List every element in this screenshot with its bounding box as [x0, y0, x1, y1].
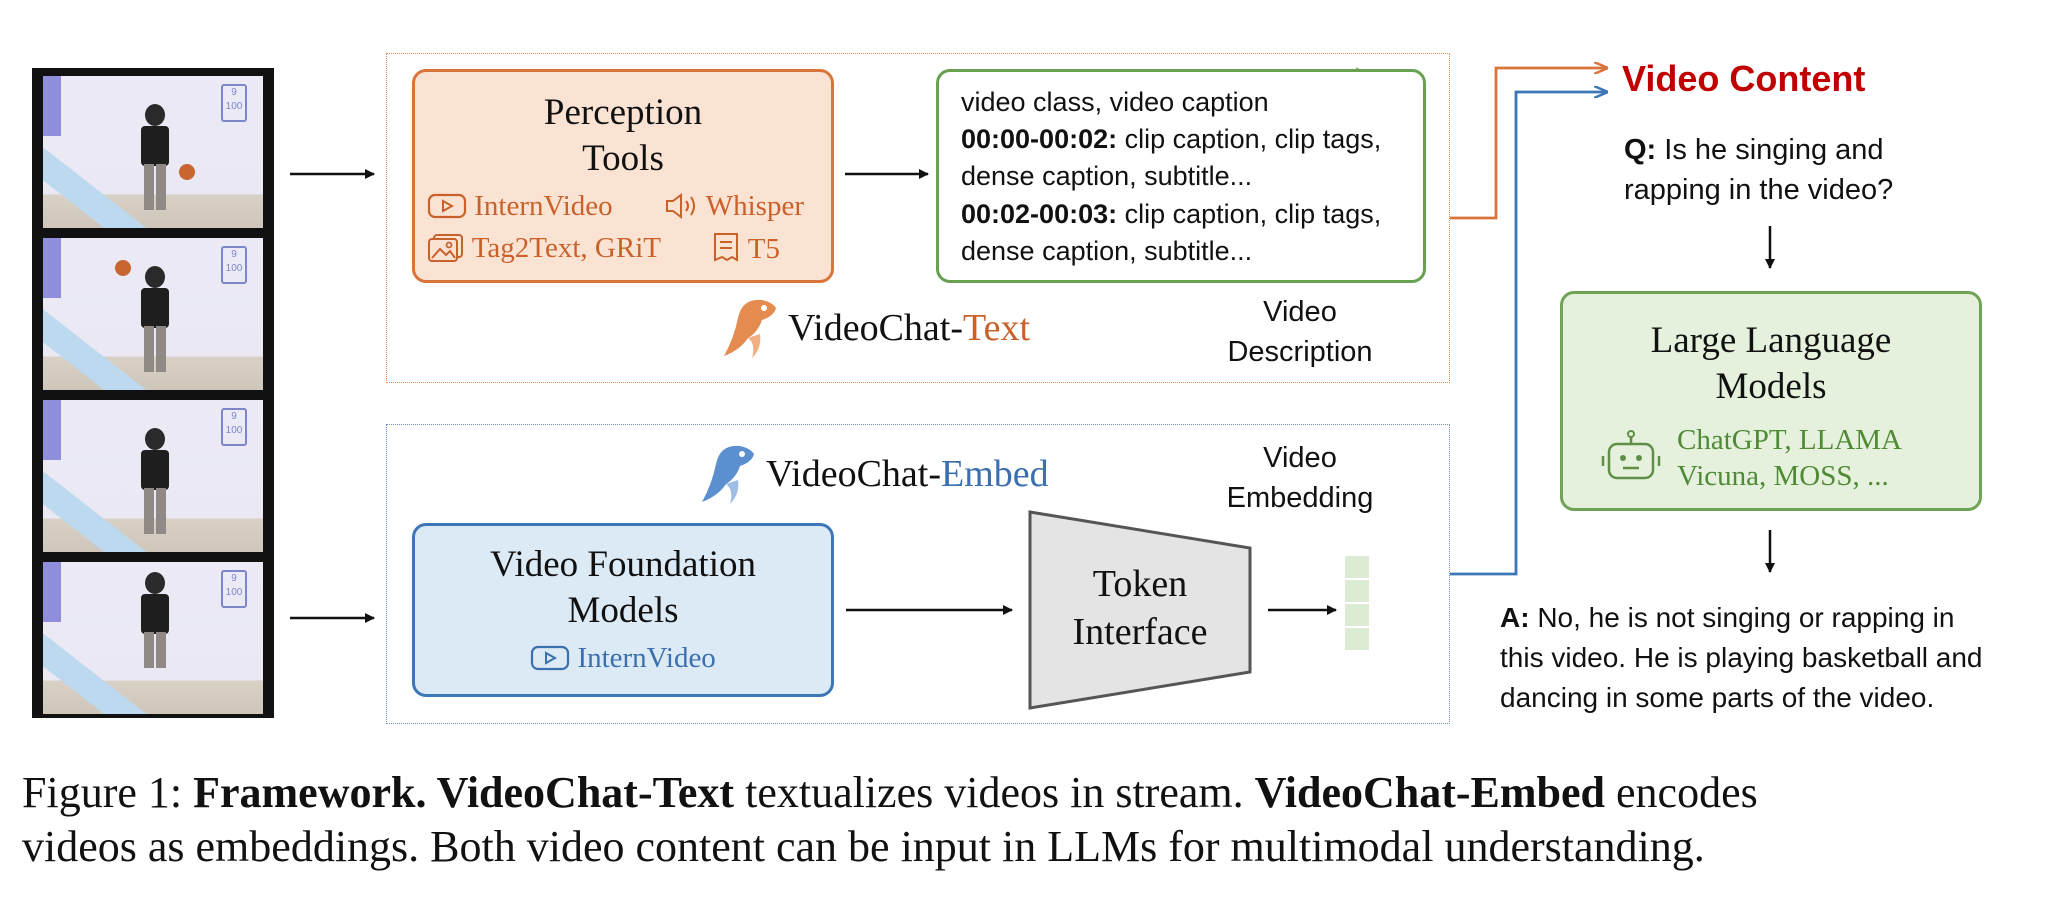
videochat-text-group	[386, 53, 1450, 383]
tag2text-tool: Tag2Text, GRiT	[427, 232, 661, 265]
videochat-text-prefix: VideoChat-	[788, 307, 964, 349]
t5-tool: T5	[711, 232, 780, 266]
video-play-icon	[531, 645, 570, 671]
image-icon	[428, 234, 463, 262]
token-interface-line2: Interface	[1072, 611, 1208, 653]
whisper-tool: Whisper	[663, 190, 804, 223]
perception-tools-box: Perception Tools InternVideo Whisper Tag…	[412, 69, 834, 283]
video-description-line2: Description	[1227, 336, 1373, 368]
vfm-internvideo-tool: InternVideo	[530, 642, 716, 674]
perception-title-line2: Tools	[582, 138, 664, 179]
video-content-label: Video Content	[1622, 58, 1866, 99]
desc-seg2-line2: dense caption, subtitle...	[961, 236, 1253, 266]
parrot-logo-orange-icon	[724, 299, 776, 358]
desc-line1: video class, video caption	[961, 87, 1269, 117]
llm-title-line1: Large Language	[1650, 320, 1892, 361]
videochat-embed-group	[386, 424, 1450, 724]
llm-title-line2: Models	[1715, 366, 1827, 407]
figure-caption-line1: Figure 1: Framework. VideoChat-Text text…	[22, 768, 1758, 817]
figure-caption-line2: videos as embeddings. Both video content…	[22, 822, 1705, 871]
parrot-logo-blue-icon	[702, 445, 754, 504]
vfm-title-line2: Models	[567, 590, 679, 631]
embedding-stack	[1343, 554, 1371, 652]
arrow-text-to-video-content	[1450, 68, 1606, 220]
video-description-line1: Video	[1263, 296, 1337, 328]
question-line2: rapping in the video?	[1624, 174, 1894, 206]
video-description-document: video class, video caption 00:00-00:02: …	[936, 69, 1426, 283]
answer-line1: A: No, he is not singing or rapping in	[1500, 602, 1955, 633]
video-foundation-models-box: Video Foundation Models InternVideo	[412, 523, 834, 697]
desc-seg1-line2: dense caption, subtitle...	[961, 161, 1253, 191]
videochat-embed-prefix: VideoChat-	[766, 453, 942, 495]
desc-seg1: 00:00-00:02: clip caption, clip tags,	[961, 124, 1382, 154]
video-embedding-line2: Embedding	[1226, 482, 1374, 514]
vfm-title-line1: Video Foundation	[489, 544, 756, 585]
videochat-text-suffix: Text	[963, 307, 1030, 349]
question-line1: Q: Is he singing and	[1624, 134, 1884, 166]
speaker-icon	[666, 193, 695, 219]
answer-line2: this video. He is playing basketball and	[1500, 642, 1983, 673]
token-interface-shape	[1028, 510, 1252, 710]
llm-tools-line2: Vicuna, MOSS, ...	[1677, 460, 1889, 492]
answer-line3: dancing in some parts of the video.	[1500, 682, 1935, 713]
perception-title-line1: Perception	[543, 92, 703, 133]
llm-tools-line1: ChatGPT, LLAMA	[1677, 424, 1903, 456]
desc-seg2: 00:02-00:03: clip caption, clip tags,	[961, 199, 1382, 229]
videochat-embed-suffix: Embed	[941, 453, 1049, 495]
internvideo-tool: InternVideo	[427, 190, 613, 223]
video-embedding-line1: Video	[1263, 442, 1337, 474]
arrow-embed-to-video-content	[1450, 92, 1606, 576]
robot-icon	[1601, 430, 1661, 480]
video-play-icon	[427, 193, 467, 219]
large-language-models-box: Large Language Models ChatGPT, LLAMA Vic…	[1560, 291, 1982, 511]
token-interface-line1: Token	[1092, 563, 1188, 605]
document-icon	[714, 233, 738, 262]
token-interface-label: Token Interface	[1030, 560, 1250, 656]
